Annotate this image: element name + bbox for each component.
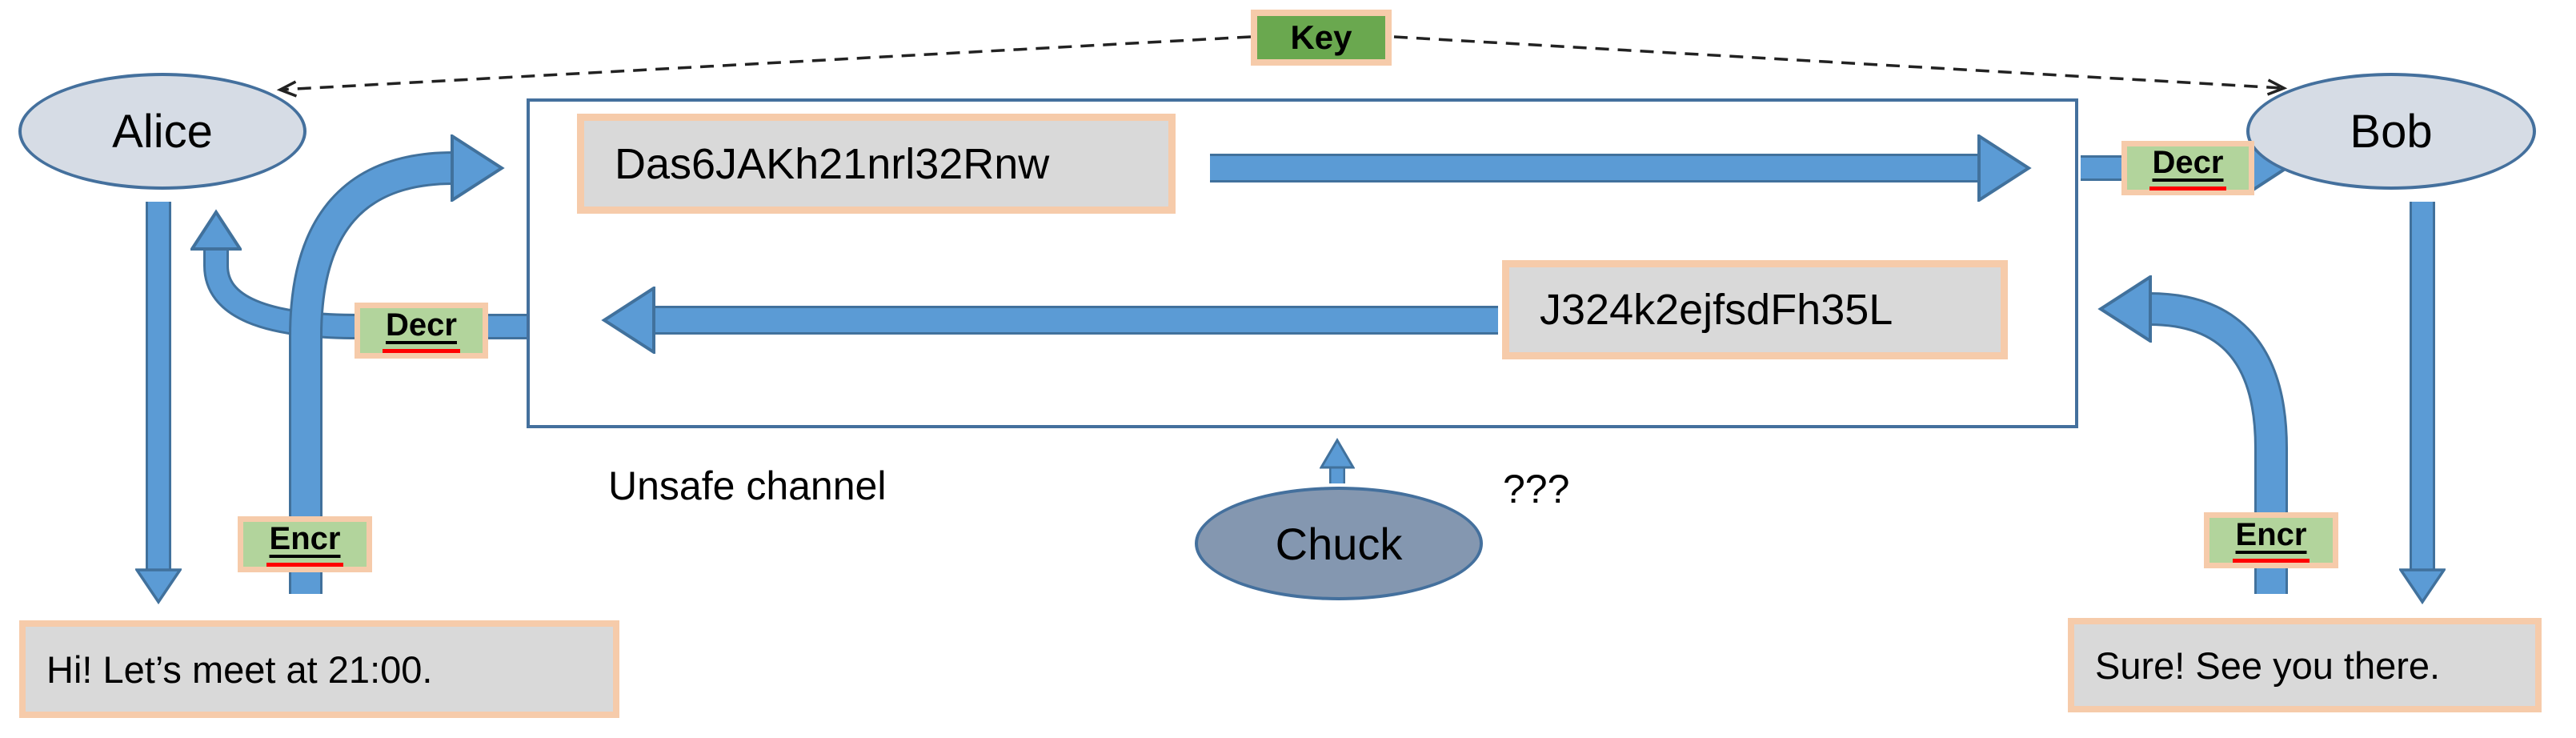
- encr-label-alice: Encr: [266, 523, 344, 567]
- decr-box-alice: Decr: [355, 303, 488, 359]
- plaintext-alice-box: Hi! Let’s meet at 21:00.: [19, 620, 619, 718]
- key-box: Key: [1251, 10, 1392, 66]
- alice-ellipse: Alice: [18, 73, 306, 190]
- plaintext-bob-box: Sure! See you there.: [2068, 618, 2542, 712]
- bob-encrypt-to-channel-arrow: [2149, 309, 2288, 594]
- alice-label: Alice: [112, 105, 213, 158]
- unsafe-channel-box: [527, 98, 2078, 428]
- channel-decrypt-to-alice-arrow: [216, 248, 527, 339]
- ciphertext-to-alice-box: J324k2ejfsdFh35L: [1502, 260, 2008, 359]
- encr-box-alice: Encr: [238, 516, 372, 572]
- alice-encrypt-to-channel-arrow: [289, 168, 453, 594]
- key-to-bob-dashed-arrow: [1393, 35, 2288, 96]
- decr-box-bob: Decr: [2121, 141, 2254, 195]
- decr-label-bob: Decr: [2149, 146, 2227, 191]
- ciphertext-to-bob-text: Das6JAKh21nrl32Rnw: [615, 139, 1050, 188]
- plaintext-alice-text: Hi! Let’s meet at 21:00.: [46, 648, 433, 691]
- encr-box-bob: Encr: [2204, 512, 2338, 568]
- key-to-alice-dashed-arrow: [276, 35, 1252, 98]
- ciphertext-to-alice-text: J324k2ejfsdFh35L: [1540, 286, 1893, 334]
- key-label: Key: [1290, 18, 1352, 56]
- eavesdrop-question-label: ???: [1503, 467, 1570, 511]
- bob-label: Bob: [2350, 105, 2433, 158]
- bob-ellipse: Bob: [2246, 73, 2536, 190]
- ciphertext-to-bob-box: Das6JAKh21nrl32Rnw: [577, 114, 1176, 214]
- unsafe-channel-label: Unsafe channel: [608, 463, 887, 508]
- chuck-label: Chuck: [1275, 518, 1403, 569]
- plaintext-bob-text: Sure! See you there.: [2095, 644, 2441, 687]
- decr-label-alice: Decr: [383, 309, 460, 353]
- encr-label-bob: Encr: [2232, 519, 2310, 563]
- chuck-ellipse: Chuck: [1195, 487, 1483, 600]
